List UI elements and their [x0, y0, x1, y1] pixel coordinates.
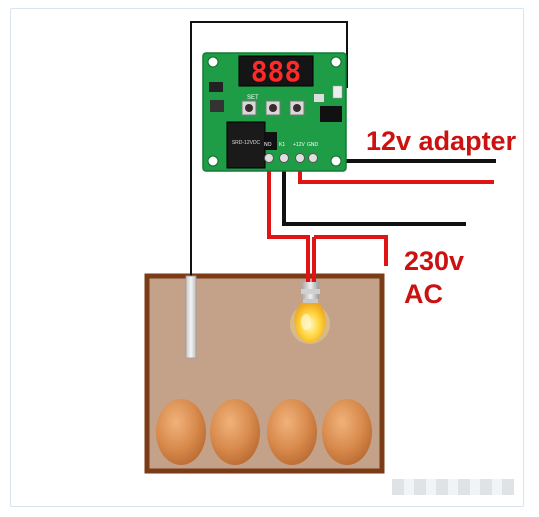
- pin-label-no: NO: [264, 142, 272, 148]
- ac-wires: [267, 160, 466, 282]
- watermark-blur: [392, 479, 514, 495]
- light-bulb: [290, 282, 330, 344]
- up-button[interactable]: [265, 100, 281, 116]
- probe-wire: [190, 21, 348, 290]
- egg: [322, 399, 372, 465]
- relay-label: SRD-12VDC: [232, 140, 261, 146]
- ac-type-label: AC: [404, 279, 443, 309]
- image-frame: [10, 8, 524, 507]
- egg: [267, 399, 317, 465]
- egg: [156, 399, 206, 465]
- terminal-pins: NO K1 +12V GND: [264, 142, 319, 163]
- egg: [210, 399, 260, 465]
- led-display: 888: [238, 55, 314, 88]
- display-digits: 888: [251, 55, 302, 88]
- eggs: [156, 399, 372, 465]
- pin-label-gnd: GND: [307, 142, 319, 148]
- down-button[interactable]: [289, 100, 305, 116]
- adapter-label: 12v adapter: [366, 126, 517, 156]
- temperature-probe: [185, 275, 197, 359]
- thermostat-module: 888 SET SRD-12VDC: [202, 52, 347, 172]
- ac-voltage-label: 230v: [404, 246, 465, 276]
- set-button[interactable]: [241, 100, 257, 116]
- pin-label-12v: +12V: [293, 142, 305, 148]
- relay: SRD-12VDC: [226, 121, 266, 169]
- pin-label-k1: K1: [279, 142, 285, 148]
- set-button-label: SET: [247, 95, 259, 101]
